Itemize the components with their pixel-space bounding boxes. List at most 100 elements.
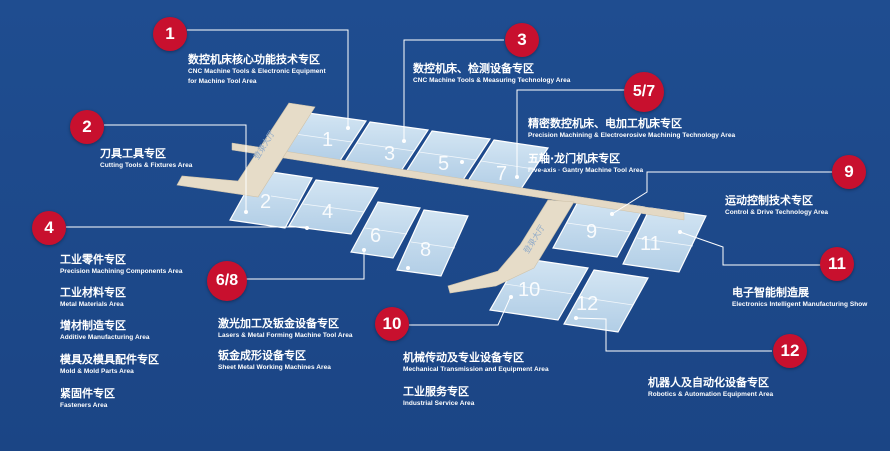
zone-10-label-b: 工业服务专区 Industrial Service Area <box>403 384 474 409</box>
zone-badge-57: 5/7 <box>624 72 664 112</box>
zone-57-label-b: 五轴·龙门机床专区 Five-axis · Gantry Machine Too… <box>528 151 643 176</box>
zone-4-item-4-subtitle: Mold & Mold Parts Area <box>60 368 134 375</box>
hall-number-9: 9 <box>586 221 597 243</box>
hall-number-1: 1 <box>322 129 333 151</box>
zone-68-label-a: 激光加工及钣金设备专区 Lasers & Metal Forming Machi… <box>218 316 353 341</box>
hall-number-8: 8 <box>420 239 431 261</box>
zone-badge-10: 10 <box>375 307 409 341</box>
leader-dot-11 <box>678 230 682 234</box>
hall-number-11: 11 <box>640 233 661 255</box>
zone-badge-4: 4 <box>32 211 66 245</box>
leader-line-12 <box>575 317 772 352</box>
zone-badge-9: 9 <box>832 155 866 189</box>
zone-4-item-2: 工业材料专区 Metal Materials Area <box>60 285 126 310</box>
zone-2-title: 刀具工具专区 <box>100 147 166 160</box>
leader-dot-8 <box>406 266 410 270</box>
leader-dot-1 <box>346 126 350 130</box>
zone-6-subtitle: Lasers & Metal Forming Machine Tool Area <box>218 332 353 339</box>
hall-number-12: 12 <box>576 293 598 315</box>
zone-badge-11: 11 <box>820 247 854 281</box>
zone-11-subtitle: Electronics Intelligent Manufacturing Sh… <box>732 301 868 308</box>
zone-2-subtitle: Cutting Tools & Fixtures Area <box>100 162 193 169</box>
zone-12-subtitle: Robotics & Automation Equipment Area <box>648 391 774 398</box>
leader-line-68 <box>246 250 365 280</box>
leader-line-57 <box>516 89 628 176</box>
hall-number-5: 5 <box>438 153 449 175</box>
zone-10-label-a: 机械传动及专业设备专区 Mechanical Transmission and … <box>403 350 549 375</box>
hall-block-6 <box>350 201 421 259</box>
zone-12-label: 机器人及自动化设备专区 Robotics & Automation Equipm… <box>648 375 773 400</box>
leader-dot-2 <box>244 210 248 214</box>
leader-dot-4 <box>305 226 309 230</box>
zone-3-label: 数控机床、检测设备专区 CNC Machine Tools & Measurin… <box>413 61 570 86</box>
zone-12-title: 机器人及自动化设备专区 <box>648 376 769 389</box>
zone-badge-2: 2 <box>70 110 104 144</box>
zone-5-subtitle: Precision Machining & Electroerosive Mac… <box>528 132 736 139</box>
zone-9-subtitle: Control & Drive Technology Area <box>725 209 829 216</box>
leader-line-11 <box>679 231 822 266</box>
zone-10-title-b: 工业服务专区 <box>403 385 469 398</box>
zone-6-title: 激光加工及钣金设备专区 <box>218 317 339 330</box>
leader-line-10 <box>409 297 511 326</box>
leader-dot-7 <box>515 175 519 179</box>
zone-4-item-3-title: 增材制造专区 <box>60 319 126 332</box>
zone-badge-1: 1 <box>153 17 187 51</box>
zone-4-item-5: 紧固件专区 Fasteners Area <box>60 386 115 411</box>
zone-badge-12: 12 <box>773 334 807 368</box>
zone-9-label: 运动控制技术专区 Control & Drive Technology Area <box>725 193 828 218</box>
hall-block-4 <box>288 179 379 235</box>
zone-4-item-3: 增材制造专区 Additive Manufacturing Area <box>60 318 150 343</box>
zone-11-title: 电子智能制造展 <box>732 286 809 299</box>
hall-block-8 <box>396 209 469 277</box>
leader-dot-6 <box>362 248 366 252</box>
zone-10-subtitle-a: Mechanical Transmission and Equipment Ar… <box>403 366 549 373</box>
main-corridor <box>231 142 685 221</box>
zone-4-item-2-subtitle: Metal Materials Area <box>60 301 124 308</box>
leader-dot-9 <box>610 212 614 216</box>
zone-7-subtitle: Five-axis · Gantry Machine Tool Area <box>528 167 644 174</box>
zone-2-label: 刀具工具专区 Cutting Tools & Fixtures Area <box>100 146 192 171</box>
hall-number-4: 4 <box>322 201 333 223</box>
hall-number-6: 6 <box>370 225 381 247</box>
zone-4-item-1-title: 工业零件专区 <box>60 253 126 266</box>
zone-8-title: 钣金成形设备专区 <box>218 349 306 362</box>
center-entrance-hall <box>447 199 575 294</box>
leader-line-1 <box>187 29 349 127</box>
zone-1-subtitle-line1: CNC Machine Tools & Electronic Equipment <box>188 68 326 75</box>
zone-4-item-4-title: 模具及模具配件专区 <box>60 353 159 366</box>
zone-9-title: 运动控制技术专区 <box>725 194 813 207</box>
zone-1-title: 数控机床核心功能技术专区 <box>188 53 320 66</box>
zone-11-label: 电子智能制造展 Electronics Intelligent Manufact… <box>732 285 867 310</box>
hall-number-7: 7 <box>496 163 507 185</box>
leader-dot-10 <box>509 295 513 299</box>
hall-number-10: 10 <box>518 279 540 301</box>
zone-1-label: 数控机床核心功能技术专区 CNC Machine Tools & Electro… <box>188 52 326 87</box>
hall-block-11 <box>622 207 707 273</box>
zone-8-subtitle: Sheet Metal Working Machines Area <box>218 364 331 371</box>
zone-5-title: 精密数控机床、电加工机床专区 <box>528 117 682 130</box>
zone-4-item-2-title: 工业材料专区 <box>60 286 126 299</box>
zone-3-subtitle: CNC Machine Tools & Measuring Technology… <box>413 77 571 84</box>
leader-dot-3 <box>402 139 406 143</box>
zone-4-item-5-subtitle: Fasteners Area <box>60 402 108 409</box>
leader-dot-12 <box>574 316 578 320</box>
zone-68-label-b: 钣金成形设备专区 Sheet Metal Working Machines Ar… <box>218 348 331 373</box>
zone-4-item-1-subtitle: Precision Machining Components Area <box>60 268 183 275</box>
zone-4-item-3-subtitle: Additive Manufacturing Area <box>60 334 150 341</box>
zone-4-item-4: 模具及模具配件专区 Mold & Mold Parts Area <box>60 352 159 377</box>
hall-number-2: 2 <box>260 191 271 213</box>
zone-10-subtitle-b: Industrial Service Area <box>403 400 475 407</box>
leader-line-3 <box>403 39 504 140</box>
zone-badge-68: 6/8 <box>207 261 247 301</box>
hall-number-3: 3 <box>384 143 395 165</box>
zone-4-item-5-title: 紧固件专区 <box>60 387 115 400</box>
leader-dot-5 <box>460 160 464 164</box>
north-entrance-hall <box>176 102 316 198</box>
zone-7-title: 五轴·龙门机床专区 <box>528 152 621 165</box>
zone-3-title: 数控机床、检测设备专区 <box>413 62 534 75</box>
zone-57-label-a: 精密数控机床、电加工机床专区 Precision Machining & Ele… <box>528 116 735 141</box>
leader-line-9 <box>611 171 833 215</box>
zone-badge-3: 3 <box>505 23 539 57</box>
